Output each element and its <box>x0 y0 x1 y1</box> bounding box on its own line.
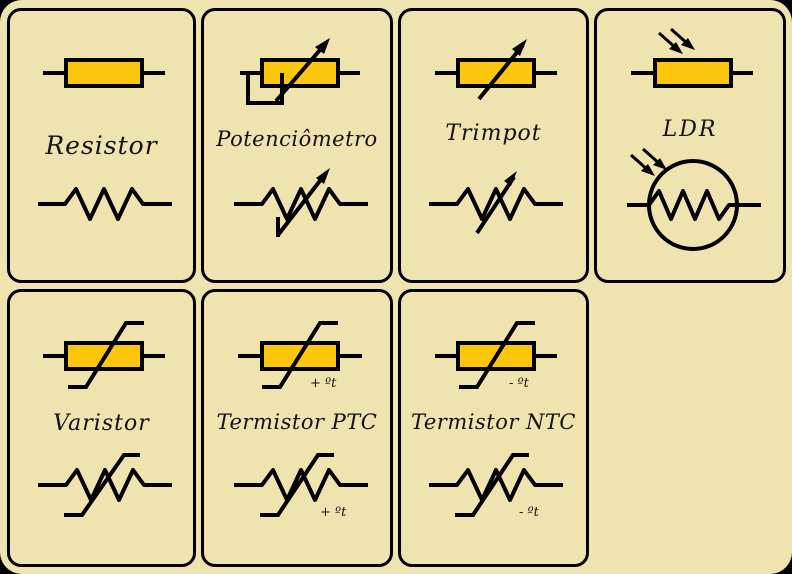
varistor-zigzag-symbol <box>38 453 172 517</box>
ntc-zigzag-symbol <box>429 453 563 517</box>
potentiometer-body-symbol <box>240 38 360 105</box>
ldr-body-symbol <box>631 27 753 88</box>
resistor-zigzag-symbol <box>38 187 172 221</box>
ptc-temp-label-bottom: + ºt <box>320 505 347 520</box>
card-ldr: LDR <box>594 8 786 283</box>
ptc-zigzag-symbol <box>234 453 368 517</box>
potentiometer-zigzag-symbol <box>234 168 368 237</box>
ldr-circle-symbol <box>627 147 761 251</box>
ntc-symbols <box>429 321 563 517</box>
varistor-symbols <box>38 321 172 517</box>
light-arrows-icon <box>658 27 695 54</box>
label-varistor: Varistor <box>53 411 150 436</box>
ptc-symbols <box>234 321 368 517</box>
ntc-temp-label-bottom: - ºt <box>519 505 539 520</box>
trimpot-symbols <box>429 39 563 235</box>
varistor-body-symbol <box>43 321 165 389</box>
card-resistor: Resistor <box>7 8 196 283</box>
resistor-symbols <box>38 58 172 221</box>
label-potentiometer: Potenciômetro <box>216 127 378 151</box>
ldr-symbols <box>627 27 761 251</box>
resistor-body-symbol <box>43 58 165 88</box>
label-resistor: Resistor <box>45 131 158 160</box>
ptc-body-symbol <box>238 321 362 389</box>
trimpot-zigzag-symbol <box>429 171 563 235</box>
card-ptc: + ºt Termistor PTC + ºt <box>201 289 393 567</box>
label-trimpot: Trimpot <box>445 121 542 146</box>
ntc-body-symbol <box>435 321 557 389</box>
trimpot-body-symbol <box>435 39 557 101</box>
label-ldr: LDR <box>662 117 718 142</box>
potentiometer-symbols <box>234 38 368 237</box>
light-arrows-icon <box>630 147 667 176</box>
label-ntc: Termistor NTC <box>411 410 576 434</box>
card-ntc: - ºt Termistor NTC - ºt <box>398 289 589 567</box>
card-potentiometer: Potenciômetro <box>201 8 393 283</box>
ntc-temp-label-top: - ºt <box>509 376 529 391</box>
card-varistor: Varistor <box>7 289 196 567</box>
card-trimpot: Trimpot <box>398 8 589 283</box>
ptc-temp-label-top: + ºt <box>310 376 337 391</box>
label-ptc: Termistor PTC <box>216 410 378 434</box>
